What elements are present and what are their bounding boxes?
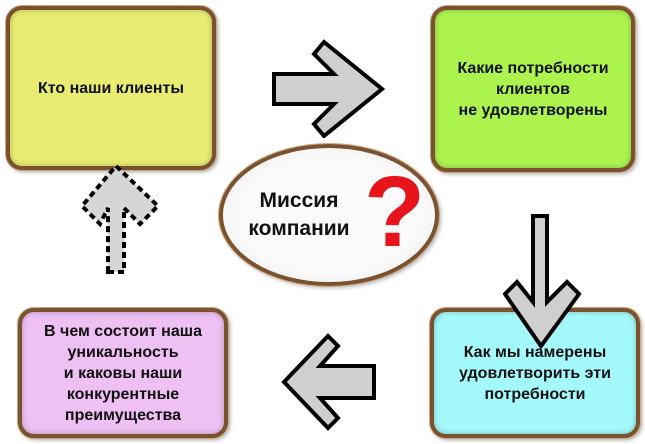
box-text: потребности [484, 385, 586, 403]
up-arrow-dashed-icon [79, 163, 161, 274]
box-text: клиентов [496, 80, 570, 98]
box-text: уникальность [67, 343, 179, 361]
box-text: Какие потребности [457, 59, 609, 77]
box-text: Как мы намерены [463, 343, 607, 361]
box-uniqueness: В чем состоит наша уникальность и каковы… [18, 308, 228, 438]
mission-text: компании [248, 217, 350, 240]
box-unmet-needs: Какие потребности клиентов не удовлетвор… [431, 6, 635, 172]
mission-ellipse [219, 144, 439, 286]
mission-title: Миссия компании [234, 187, 364, 243]
box-text: Кто наши клиенты [37, 79, 185, 97]
box-text: удовлетворить эти [459, 364, 611, 382]
box-text: и каковы наши [63, 364, 183, 382]
left-arrow-icon [281, 333, 376, 431]
box-text: преимущества [64, 406, 182, 424]
right-arrow-icon [272, 39, 386, 138]
box-text: не удовлетворены [458, 101, 608, 119]
box-text: конкурентные [66, 385, 180, 403]
question-mark-icon: ? [364, 156, 426, 268]
box-who-are-our-clients: Кто наши клиенты [6, 6, 216, 170]
box-text: В чем состоит наша [44, 322, 202, 340]
mission-text: Миссия [259, 189, 339, 212]
down-arrow-icon [503, 214, 582, 350]
